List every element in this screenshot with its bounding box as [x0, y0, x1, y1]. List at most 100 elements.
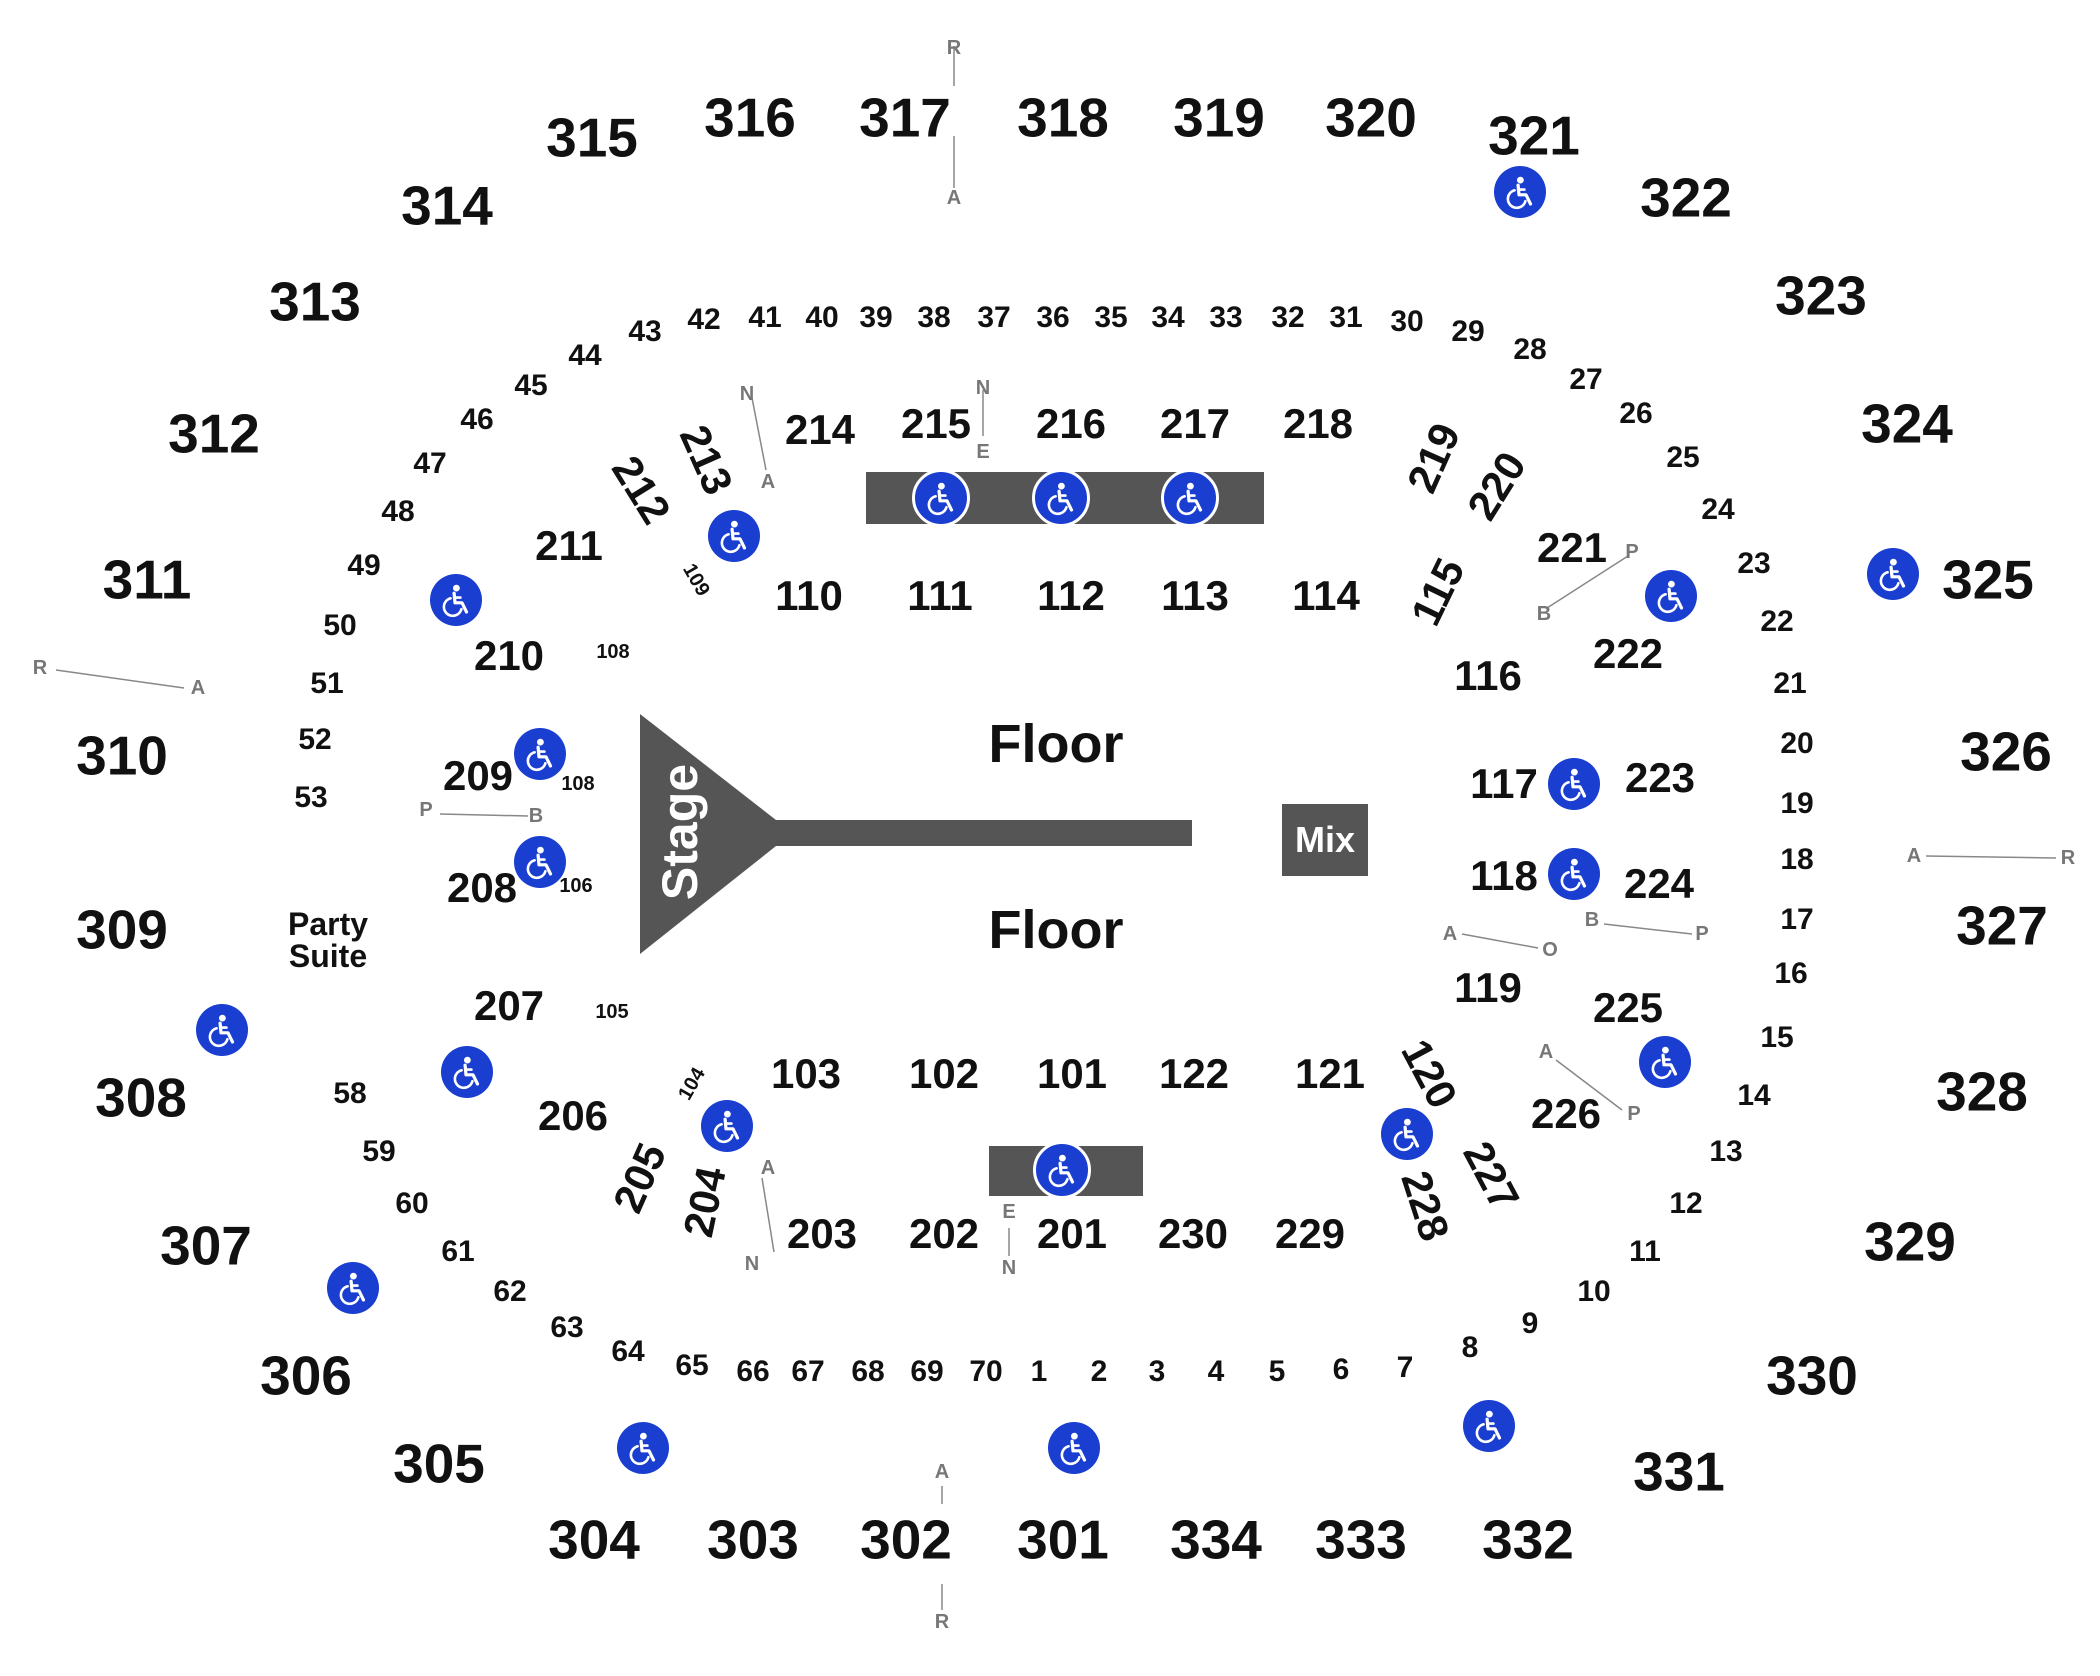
section-307[interactable]: 307: [160, 1214, 252, 1277]
suite-4[interactable]: 4: [1207, 1355, 1225, 1388]
suite-58[interactable]: 58: [333, 1077, 367, 1110]
section-304[interactable]: 304: [548, 1508, 640, 1571]
suite-29[interactable]: 29: [1451, 315, 1485, 348]
section-306[interactable]: 306: [260, 1344, 352, 1407]
suite-38[interactable]: 38: [917, 301, 951, 334]
section-312[interactable]: 312: [168, 402, 260, 465]
suite-40[interactable]: 40: [805, 301, 839, 334]
section-210[interactable]: 210: [473, 632, 545, 679]
suite-46[interactable]: 46: [460, 403, 494, 436]
suite-7[interactable]: 7: [1396, 1351, 1414, 1384]
section-122[interactable]: 122: [1158, 1050, 1230, 1097]
wheelchair-accessible-icon[interactable]: [196, 1004, 248, 1056]
wheelchair-accessible-icon[interactable]: [1463, 1400, 1515, 1452]
wheelchair-accessible-icon[interactable]: [1645, 570, 1697, 622]
section-331[interactable]: 331: [1633, 1440, 1725, 1503]
suite-53[interactable]: 53: [294, 781, 328, 814]
suite-42[interactable]: 42: [687, 303, 721, 336]
section-202[interactable]: 202: [908, 1210, 980, 1257]
section-119[interactable]: 119: [1454, 964, 1522, 1011]
section-209[interactable]: 209: [442, 752, 514, 799]
section-207[interactable]: 207: [473, 982, 545, 1029]
section-324[interactable]: 324: [1861, 392, 1953, 455]
suite-22[interactable]: 22: [1760, 605, 1794, 638]
section-330[interactable]: 330: [1766, 1344, 1858, 1407]
section-229[interactable]: 229: [1274, 1210, 1346, 1257]
section-201[interactable]: 201: [1036, 1210, 1108, 1257]
suite-31[interactable]: 31: [1329, 301, 1363, 334]
section-320[interactable]: 320: [1325, 86, 1417, 149]
suite-66[interactable]: 66: [736, 1355, 770, 1388]
suite-15[interactable]: 15: [1760, 1021, 1794, 1054]
suite-19[interactable]: 19: [1780, 787, 1814, 820]
wheelchair-accessible-icon[interactable]: [912, 469, 970, 527]
section-305[interactable]: 305: [393, 1432, 485, 1495]
wheelchair-accessible-icon[interactable]: [1548, 758, 1600, 810]
section-225[interactable]: 225: [1592, 984, 1664, 1031]
section-214[interactable]: 214: [784, 406, 856, 453]
wheelchair-accessible-icon[interactable]: [701, 1100, 753, 1152]
suite-23[interactable]: 23: [1737, 547, 1771, 580]
wheelchair-accessible-icon[interactable]: [1048, 1422, 1100, 1474]
suite-1[interactable]: 1: [1030, 1355, 1048, 1388]
section-325[interactable]: 325: [1942, 548, 2034, 611]
suite-20[interactable]: 20: [1780, 727, 1814, 760]
floor-label-upper[interactable]: Floor: [988, 714, 1124, 774]
section-317[interactable]: 317: [859, 86, 951, 149]
section-308[interactable]: 308: [95, 1066, 187, 1129]
suite-5[interactable]: 5: [1268, 1355, 1286, 1388]
suite-65[interactable]: 65: [675, 1349, 709, 1382]
suite-67[interactable]: 67: [791, 1355, 825, 1388]
section-111[interactable]: 111: [907, 572, 973, 619]
section-118[interactable]: 118: [1470, 852, 1538, 899]
suite-6[interactable]: 6: [1332, 1353, 1350, 1386]
suite-44[interactable]: 44: [568, 339, 602, 372]
suite-69[interactable]: 69: [910, 1355, 944, 1388]
section-334[interactable]: 334: [1170, 1508, 1262, 1571]
section-121[interactable]: 121: [1294, 1050, 1366, 1097]
section-230[interactable]: 230: [1157, 1210, 1229, 1257]
suite-35[interactable]: 35: [1094, 301, 1128, 334]
section-206[interactable]: 206: [537, 1092, 609, 1139]
suite-21[interactable]: 21: [1773, 667, 1807, 700]
suite-68[interactable]: 68: [851, 1355, 885, 1388]
suite-3[interactable]: 3: [1148, 1355, 1166, 1388]
section-302[interactable]: 302: [860, 1508, 952, 1571]
wheelchair-accessible-icon[interactable]: [1494, 166, 1546, 218]
suite-26[interactable]: 26: [1619, 397, 1653, 430]
suite-47[interactable]: 47: [413, 447, 447, 480]
section-117[interactable]: 117: [1470, 760, 1538, 807]
suite-33[interactable]: 33: [1209, 301, 1243, 334]
section-301[interactable]: 301: [1017, 1508, 1109, 1571]
wheelchair-accessible-icon[interactable]: [1548, 848, 1600, 900]
section-106[interactable]: 106: [559, 875, 593, 897]
suite-50[interactable]: 50: [323, 609, 357, 642]
suite-27[interactable]: 27: [1569, 363, 1603, 396]
section-327[interactable]: 327: [1956, 894, 2048, 957]
suite-62[interactable]: 62: [493, 1275, 527, 1308]
suite-25[interactable]: 25: [1666, 441, 1700, 474]
section-311[interactable]: 311: [102, 548, 192, 611]
suite-39[interactable]: 39: [859, 301, 893, 334]
section-226[interactable]: 226: [1530, 1090, 1602, 1137]
section-315[interactable]: 315: [546, 106, 638, 169]
suite-52[interactable]: 52: [298, 723, 332, 756]
section-309[interactable]: 309: [76, 898, 168, 961]
wheelchair-accessible-icon[interactable]: [1867, 548, 1919, 600]
suite-41[interactable]: 41: [748, 301, 782, 334]
floor-label-lower[interactable]: Floor: [988, 900, 1124, 960]
party-suite-label[interactable]: Party Suite: [288, 908, 368, 972]
suite-43[interactable]: 43: [628, 315, 662, 348]
section-114[interactable]: 114: [1292, 572, 1360, 619]
wheelchair-accessible-icon[interactable]: [617, 1422, 669, 1474]
section-223[interactable]: 223: [1624, 754, 1696, 801]
wheelchair-accessible-icon[interactable]: [441, 1046, 493, 1098]
suite-14[interactable]: 14: [1737, 1079, 1771, 1112]
suite-13[interactable]: 13: [1709, 1135, 1743, 1168]
section-216[interactable]: 216: [1035, 400, 1107, 447]
suite-37[interactable]: 37: [977, 301, 1011, 334]
suite-59[interactable]: 59: [362, 1135, 396, 1168]
section-102[interactable]: 102: [908, 1050, 980, 1097]
suite-28[interactable]: 28: [1513, 333, 1547, 366]
section-116[interactable]: 116: [1454, 652, 1522, 699]
